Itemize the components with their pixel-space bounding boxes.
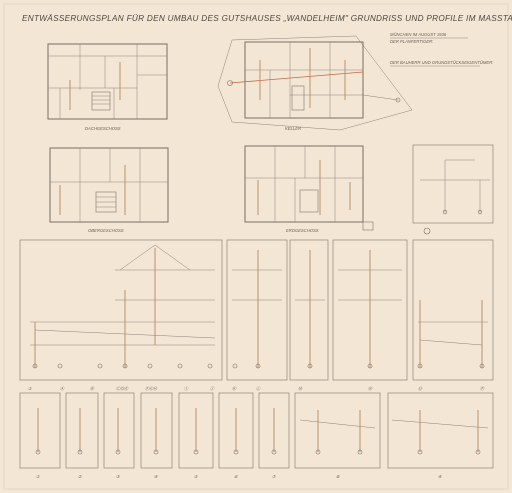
- place-date-note: MÜNCHEN IM AUGUST 1936: [390, 32, 447, 37]
- marker-r1-12: Ⓟ: [480, 386, 485, 391]
- profile-markers-row-1: ① Ⓐ Ⓑ ⒸⒹⒺ ⒻⒼⒽ Ⓘ Ⓙ Ⓚ Ⓛ Ⓜ Ⓝ Ⓞ Ⓟ: [28, 386, 485, 391]
- marker-r2-1: ②: [78, 474, 82, 479]
- plan-erdgeschoss: ERDGESCHOSS: [244, 145, 374, 233]
- marker-r1-0: ①: [28, 386, 32, 391]
- bauherr-note: DER BAUHERR UND GRUNDSTÜCKSEIGENTÜMER:: [390, 60, 493, 65]
- marker-r2-2: ③: [116, 474, 120, 479]
- label-keller: KELLER: [285, 126, 301, 131]
- marker-r1-2: Ⓑ: [90, 386, 95, 391]
- marker-r1-7: Ⓚ: [232, 386, 237, 391]
- plan-dachgeschoss: DACHGESCHOSS: [47, 43, 168, 131]
- profiles-row-2: [19, 392, 494, 469]
- marker-r2-3: ④: [154, 474, 158, 479]
- marker-r1-6: Ⓙ: [210, 386, 215, 391]
- marker-r2-8: ⑨: [438, 474, 442, 479]
- plan-title: ENTWÄSSERUNGSPLAN FÜR DEN UMBAU DES GUTS…: [22, 13, 512, 23]
- marker-r1-4: ⒻⒼⒽ: [145, 386, 158, 391]
- profile-markers-row-2: ① ② ③ ④ ⑤ ⑥ ⑦ ⑧ ⑨: [36, 474, 442, 479]
- marker-r1-11: Ⓞ: [418, 386, 423, 391]
- plan-obergeschoss: OBERGESCHOSS: [49, 147, 169, 233]
- marker-r1-9: Ⓜ: [298, 386, 303, 391]
- marker-r1-5: Ⓘ: [184, 386, 189, 391]
- plan-keller: KELLER: [217, 35, 413, 131]
- marker-r1-8: Ⓛ: [256, 386, 261, 391]
- planfertiger-note: DER PLANFERTIGER:: [390, 39, 433, 44]
- marker-r1-3: ⒸⒹⒺ: [116, 386, 129, 391]
- label-erdgeschoss: ERDGESCHOSS: [286, 228, 319, 233]
- marker-r2-7: ⑧: [336, 474, 340, 479]
- marker-r1-10: Ⓝ: [368, 386, 373, 391]
- marker-r1-1: Ⓐ: [60, 386, 65, 391]
- label-dachgeschoss: DACHGESCHOSS: [85, 126, 121, 131]
- label-obergeschoss: OBERGESCHOSS: [88, 228, 124, 233]
- marker-r2-6: ⑦: [272, 474, 276, 479]
- profiles-row-1: [19, 239, 494, 381]
- marker-r2-0: ①: [36, 474, 40, 479]
- marker-r2-5: ⑥: [234, 474, 238, 479]
- detail-box: [412, 144, 494, 235]
- marker-r2-4: ⑤: [194, 474, 198, 479]
